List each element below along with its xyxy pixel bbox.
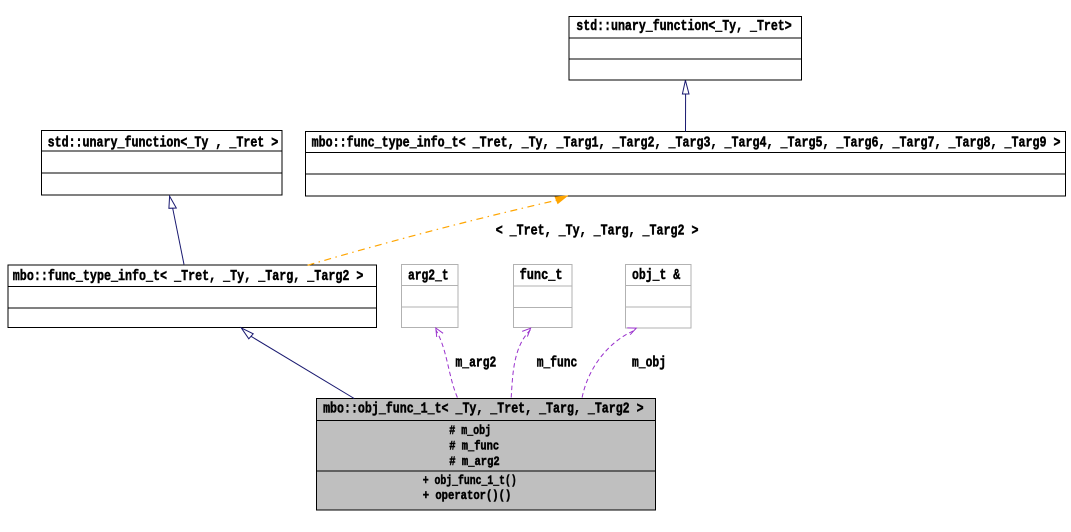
svg-text:obj_t &: obj_t &: [632, 267, 680, 284]
svg-text:m_obj: m_obj: [632, 355, 666, 372]
svg-text:# m_obj: # m_obj: [449, 423, 491, 438]
svg-text:+ operator()(): + operator()(): [423, 488, 512, 503]
svg-text:# m_func: # m_func: [449, 438, 499, 453]
svg-text:mbo::obj_func_1_t< _Ty, _Tret,: mbo::obj_func_1_t< _Ty, _Tret, _Targ, _T…: [323, 401, 643, 418]
svg-text:# m_arg2: # m_arg2: [449, 454, 500, 469]
svg-text:m_func: m_func: [537, 355, 578, 372]
svg-text:+ obj_func_1_t(): + obj_func_1_t(): [423, 473, 517, 488]
svg-text:< _Tret, _Ty, _Targ, _Targ2 >: < _Tret, _Ty, _Targ, _Targ2 >: [496, 223, 699, 240]
svg-text:arg2_t: arg2_t: [408, 267, 449, 284]
svg-text:std::unary_function<_Ty , _Tre: std::unary_function<_Ty , _Tret >: [48, 134, 279, 151]
svg-text:m_arg2: m_arg2: [456, 355, 497, 372]
svg-text:func_t: func_t: [520, 267, 563, 284]
svg-text:mbo::func_type_info_t< _Tret,: mbo::func_type_info_t< _Tret, _Ty, _Targ…: [13, 268, 364, 285]
svg-text:std::unary_function<_Ty, _Tret: std::unary_function<_Ty, _Tret>: [576, 18, 791, 35]
svg-text:mbo::func_type_info_t< _Tret,: mbo::func_type_info_t< _Tret, _Ty, _Targ…: [312, 135, 1061, 152]
